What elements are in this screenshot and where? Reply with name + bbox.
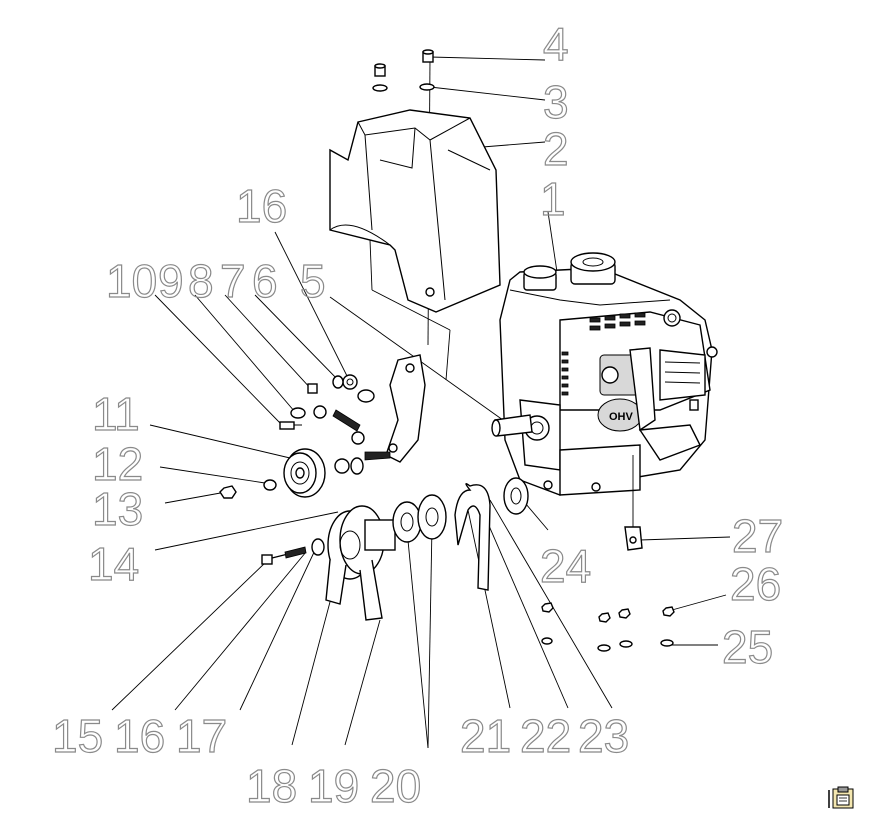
callout-10: 10 xyxy=(106,255,157,307)
callout-17: 17 xyxy=(176,710,227,762)
callout-23: 23 xyxy=(578,710,629,762)
callout-4: 4 xyxy=(543,18,569,70)
callout-2: 2 xyxy=(543,123,569,175)
callout-14: 14 xyxy=(88,538,139,590)
mount-bracket xyxy=(385,354,426,463)
callout-numbers: 4 3 2 1 16 10 9 8 7 6 5 11 12 13 14 24 2… xyxy=(51,17,783,812)
top-bolt-right xyxy=(419,49,435,91)
callout-5: 5 xyxy=(300,255,326,307)
callout-27: 27 xyxy=(732,510,783,562)
callout-24: 24 xyxy=(540,540,591,592)
callout-20: 20 xyxy=(370,760,421,812)
callout-16: 16 xyxy=(114,710,165,762)
top-bolt-left xyxy=(372,63,388,92)
callout-26: 26 xyxy=(730,558,781,610)
callout-19: 19 xyxy=(308,760,359,812)
callout-25: 25 xyxy=(722,621,773,673)
callout-21: 21 xyxy=(460,710,511,762)
callout-18: 18 xyxy=(246,760,297,812)
callout-1: 1 xyxy=(540,173,566,225)
belt-guard xyxy=(329,109,501,313)
callout-22: 22 xyxy=(520,710,571,762)
callout-7: 7 xyxy=(220,255,246,307)
idler-pulley xyxy=(219,448,364,499)
callout-16-top: 16 xyxy=(236,180,287,232)
pulley-bolt xyxy=(261,538,325,565)
engine-badge: OHV xyxy=(609,411,634,423)
clipboard-icon[interactable] xyxy=(827,786,855,810)
drive-pulley xyxy=(325,494,447,621)
callout-3: 3 xyxy=(543,76,569,128)
callout-9: 9 xyxy=(158,255,184,307)
engine: OHV xyxy=(491,252,718,496)
tensioner-hardware xyxy=(279,374,391,461)
callout-15: 15 xyxy=(52,710,103,762)
v-belt xyxy=(454,477,529,591)
callout-11: 11 xyxy=(92,388,140,440)
callout-12: 12 xyxy=(92,438,143,490)
callout-6: 6 xyxy=(252,255,278,307)
mounting-nuts-washers xyxy=(541,455,675,652)
engine-vent-slots xyxy=(561,312,646,396)
callout-13: 13 xyxy=(92,483,143,535)
callout-8: 8 xyxy=(188,255,214,307)
